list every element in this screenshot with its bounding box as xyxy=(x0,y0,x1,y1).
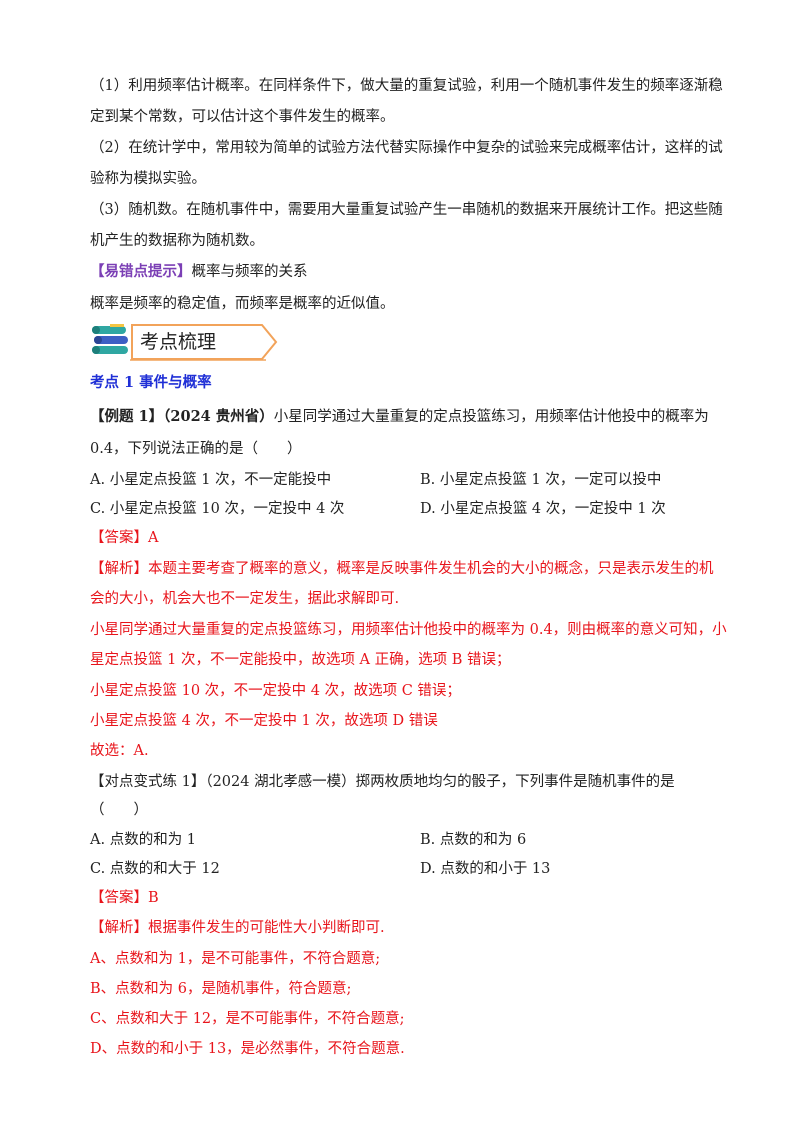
practice1-option-d: D. 点数的和小于 13 xyxy=(420,861,551,877)
example1-label: 【例题 1】（2024 贵州省） xyxy=(90,408,274,425)
example1-question-line1: 【例题 1】（2024 贵州省）小星同学通过大量重复的定点投篮练习，用频率估计他… xyxy=(90,407,709,427)
example1-explanation-2a: 小星同学通过大量重复的定点投篮练习，用频率估计他投中的概率为 0.4，则由概率的… xyxy=(90,622,727,638)
intro-p1-line2: 定到某个常数，可以估计这个事件发生的概率。 xyxy=(90,109,395,125)
practice1-option-b: B. 点数的和为 6 xyxy=(420,832,527,848)
tip-text: 概率与频率的关系 xyxy=(191,264,308,280)
intro-p3-line2: 机产生的数据称为随机数。 xyxy=(90,233,264,249)
tip-label: 【易错点提示】 xyxy=(90,263,192,280)
books-icon xyxy=(92,324,128,354)
example1-option-b: B. 小星定点投篮 1 次，一定可以投中 xyxy=(420,472,662,488)
practice1-option-c: C. 点数的和大于 12 xyxy=(90,861,220,877)
practice1-explanation-label: 【解析】 xyxy=(90,920,148,936)
practice1-answer: 【答案】B xyxy=(90,890,159,906)
intro-p1-line1: （1）利用频率估计概率。在同样条件下，做大量的重复试验，利用一个随机事件发生的频… xyxy=(90,78,723,94)
example1-answer: 【答案】A xyxy=(90,530,159,546)
practice1-explanation-text: 根据事件发生的可能性大小判断即可. xyxy=(148,920,385,936)
practice1-explanation-c: C、点数和大于 12，是不可能事件，不符合题意; xyxy=(90,1011,405,1027)
tip-body: 概率是频率的稳定值，而频率是概率的近似值。 xyxy=(90,296,395,312)
practice1-question-line1: 【对点变式练 1】（2024 湖北孝感一模）掷两枚质地均匀的骰子，下列事件是随机… xyxy=(90,774,675,790)
example1-explanation-5: 故选：A. xyxy=(90,743,149,759)
example1-option-c: C. 小星定点投篮 10 次，一定投中 4 次 xyxy=(90,501,345,517)
intro-p2-line2: 验称为模拟实验。 xyxy=(90,171,206,187)
tip-heading: 【易错点提示】概率与频率的关系 xyxy=(90,262,308,282)
practice1-explanation-d: D、点数的和小于 13，是必然事件，不符合题意. xyxy=(90,1041,405,1057)
practice1-question-line2: （ ） xyxy=(90,802,148,818)
example1-explanation-1a: 【解析】本题主要考查了概率的意义，概率是反映事件发生机会的大小的概念，只是表示发… xyxy=(90,561,714,577)
practice1-option-a: A. 点数的和为 1 xyxy=(90,832,197,848)
example1-option-a: A. 小星定点投篮 1 次，不一定能投中 xyxy=(90,472,332,488)
section1-heading: 考点 1 事件与概率 xyxy=(90,374,212,391)
section-banner xyxy=(92,324,278,361)
intro-p3-line1: （3）随机数。在随机事件中，需要用大量重复试验产生一串随机的数据来开展统计工作。… xyxy=(90,202,723,218)
example1-option-d: D. 小星定点投篮 4 次，一定投中 1 次 xyxy=(420,501,666,517)
example1-explanation-2b: 星定点投篮 1 次，不一定能投中，故选项 A 正确，选项 B 错误； xyxy=(90,652,511,668)
example1-question-text: 小星同学通过大量重复的定点投篮练习，用频率估计他投中的概率为 xyxy=(273,409,709,425)
practice1-explanation-intro: 【解析】根据事件发生的可能性大小判断即可. xyxy=(90,918,385,938)
example1-explanation-3: 小星定点投篮 10 次，不一定投中 4 次，故选项 C 错误； xyxy=(90,683,461,699)
practice1-explanation-a: A、点数和为 1，是不可能事件，不符合题意; xyxy=(90,951,381,967)
example1-explanation-4: 小星定点投篮 4 次，不一定投中 1 次，故选项 D 错误 xyxy=(90,713,438,729)
banner-label: 考点梳理 xyxy=(140,331,217,353)
example1-explanation-1b: 会的大小，机会大也不一定发生，据此求解即可. xyxy=(90,591,400,607)
intro-p2-line1: （2）在统计学中，常用较为简单的试验方法代替实际操作中复杂的试验来完成概率估计，… xyxy=(90,140,723,156)
practice1-explanation-b: B、点数和为 6，是随机事件，符合题意; xyxy=(90,981,352,997)
example1-question-line2: 0.4，下列说法正确的是（ ） xyxy=(90,441,302,457)
